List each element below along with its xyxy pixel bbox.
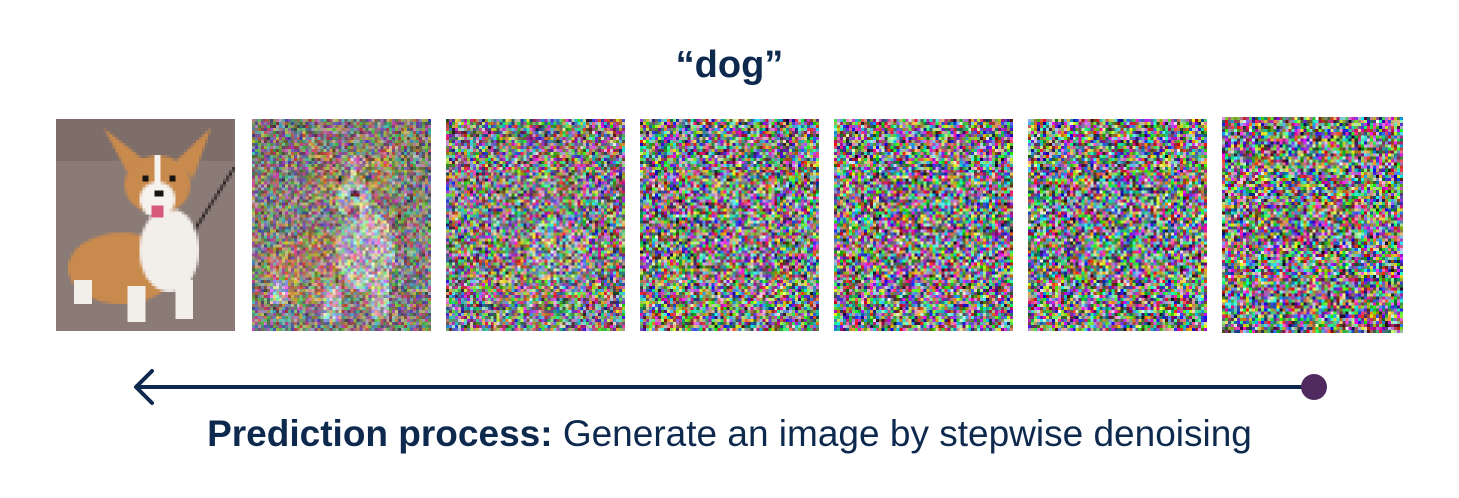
arrow-head-left-icon	[134, 369, 154, 405]
pure-noise-frame	[1222, 117, 1403, 333]
caption: Prediction process: Generate an image by…	[0, 410, 1459, 458]
dog-photo-frame	[56, 119, 235, 331]
caption-rest: Generate an image by stepwise denoising	[562, 413, 1252, 454]
caption-lead: Prediction process:	[207, 413, 553, 454]
noisy-frame-3	[640, 119, 819, 331]
denoising-direction-arrow	[134, 369, 1327, 405]
noisy-frame-5	[1028, 119, 1207, 331]
noisy-frame-1	[252, 119, 431, 331]
prompt-label: “dog”	[675, 44, 784, 86]
start-dot-icon	[1301, 374, 1327, 400]
noisy-frame-2	[446, 119, 625, 331]
noisy-frame-4	[834, 119, 1013, 331]
